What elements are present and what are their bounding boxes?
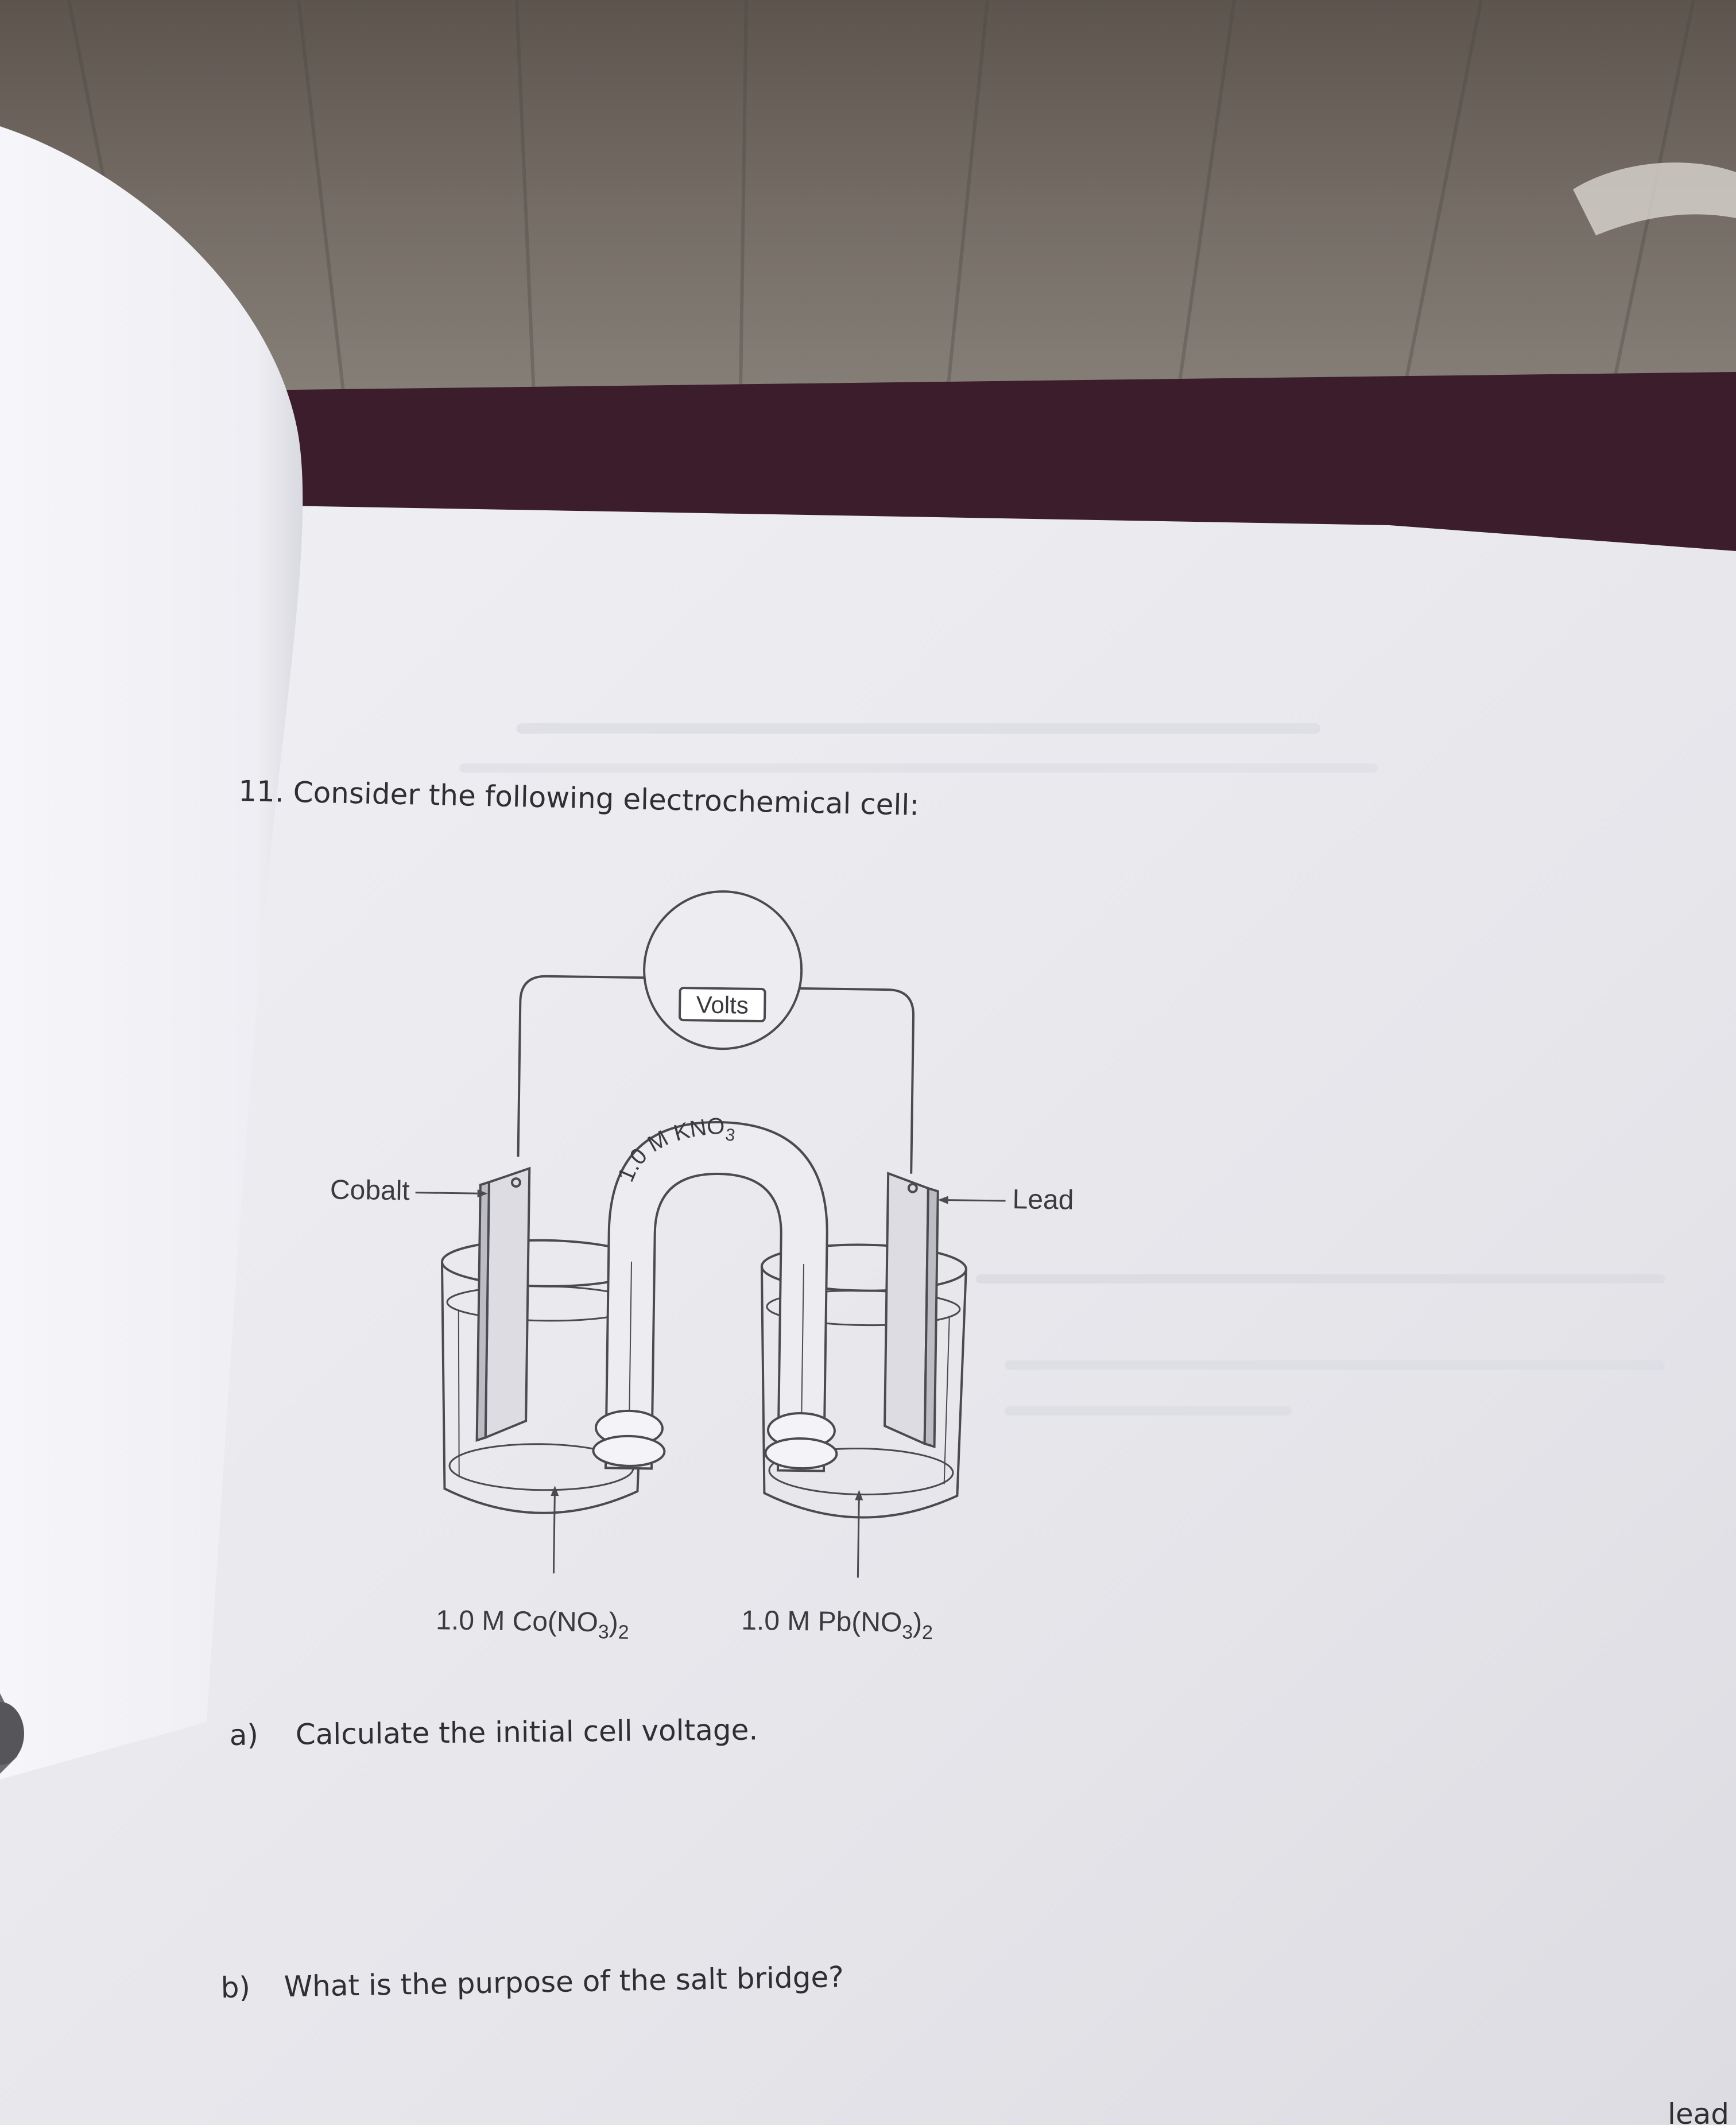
cobalt-arrow	[415, 1192, 478, 1195]
part-b-letter: b)	[220, 1971, 250, 2004]
left-beaker	[440, 1239, 648, 1514]
cobalt-label: Cobalt	[330, 1175, 410, 1207]
cotton-plug-right	[764, 1412, 838, 1470]
left-solution-label: 1.0 M Co(NO3)2	[436, 1605, 629, 1643]
part-a-text: Calculate the initial cell voltage.	[296, 1713, 758, 1751]
cotton-plug-left	[592, 1409, 666, 1467]
curled-page	[0, 126, 303, 1779]
lead-arrow	[948, 1199, 1006, 1202]
worksheet-page	[0, 505, 1736, 2125]
right-solution-label: 1.0 M Pb(NO3)2	[741, 1606, 933, 1644]
volts-label: Volts	[696, 991, 749, 1018]
binder-hole	[0, 1702, 24, 1765]
right-solution-arrow	[857, 1497, 860, 1578]
electrochemical-cell-diagram: Volts	[330, 890, 1074, 1644]
lead-label: Lead	[1012, 1184, 1074, 1215]
cutoff-text: lead	[1668, 2097, 1729, 2125]
volts-label-box	[678, 987, 766, 1023]
floor-grain	[67, 0, 1695, 414]
voltmeter	[643, 890, 803, 1050]
wire-right	[796, 987, 915, 1174]
question-number: 11.	[238, 774, 285, 809]
cobalt-electrode	[475, 1166, 531, 1442]
wire-left	[517, 975, 647, 1157]
floor-background	[0, 0, 1736, 436]
part-a: a) Calculate the initial cell voltage.	[230, 1713, 758, 1752]
bleed-through	[459, 723, 1665, 1416]
part-a-letter: a)	[230, 1718, 259, 1752]
lead-electrode	[884, 1172, 939, 1449]
left-solution-arrow	[552, 1493, 556, 1574]
folder-edge	[247, 372, 1736, 551]
floor-highlight	[1573, 162, 1736, 235]
